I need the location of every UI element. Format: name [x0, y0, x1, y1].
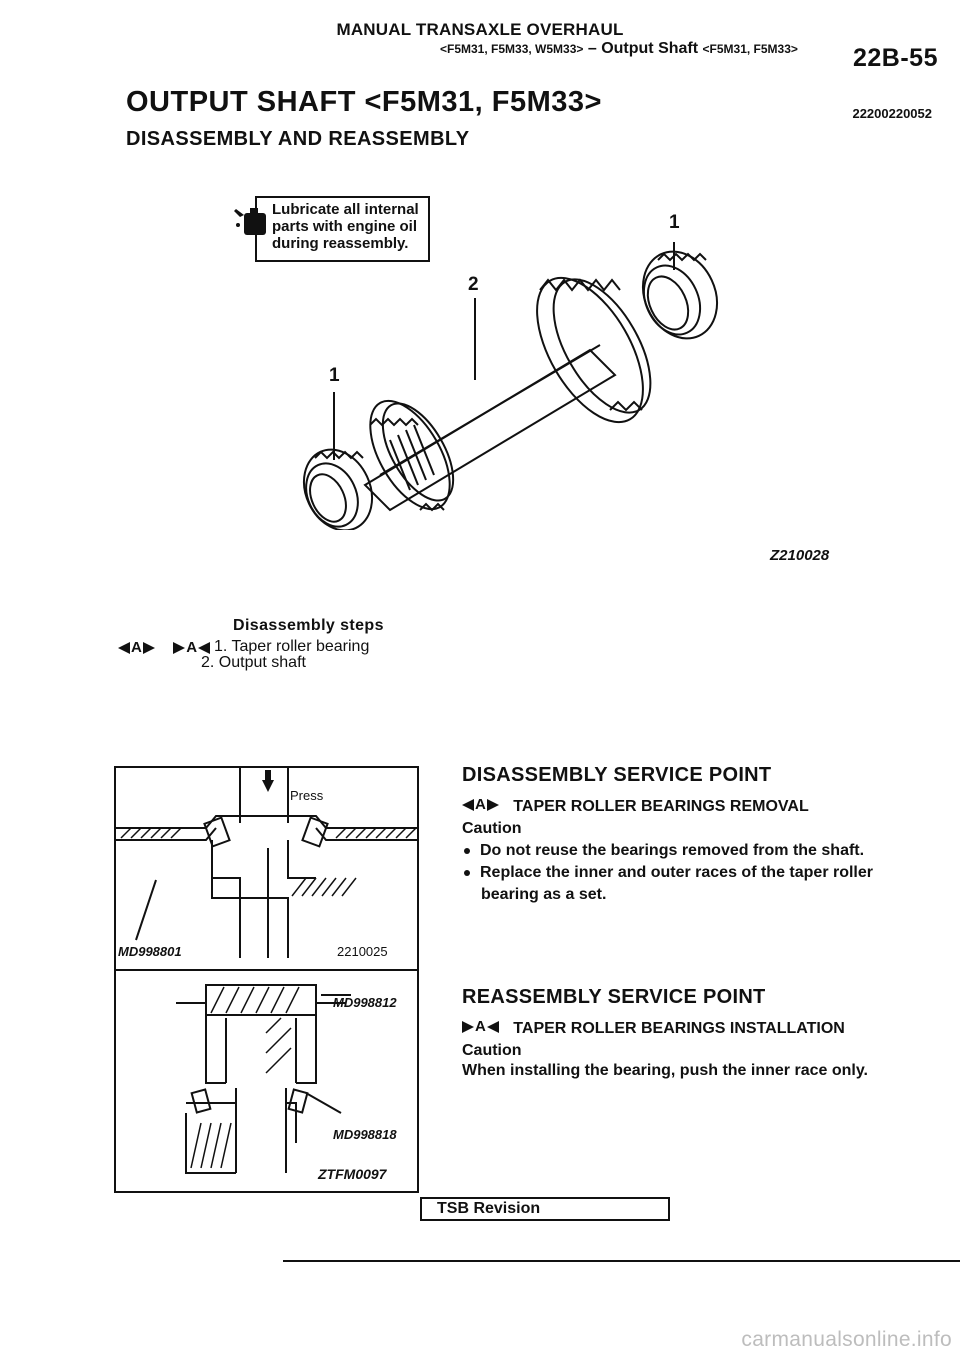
install-figure-panel: [114, 971, 419, 1193]
caution-bullet-1: Do not reuse the bearings removed from t…: [464, 840, 864, 862]
callout-2: 2: [468, 274, 479, 295]
models-suffix: <F5M31, F5M33>: [702, 42, 798, 56]
caution-label-1: Caution: [462, 820, 522, 837]
step-1: 1. Taper roller bearing: [214, 638, 370, 655]
tool-md998818: MD998818: [333, 1127, 397, 1142]
page-number: 22B-55: [853, 44, 938, 72]
step-2: 2. Output shaft: [201, 654, 306, 671]
left-arrow-icon: [462, 799, 474, 811]
press-label: Press: [290, 788, 324, 803]
tool-md998812: MD998812: [333, 995, 397, 1010]
disassembly-service-heading: DISASSEMBLY SERVICE POINT: [462, 764, 772, 786]
press-arrow-icon: [262, 780, 274, 792]
bullet-dot: [464, 847, 470, 854]
lube-line-3: during reassembly.: [272, 235, 409, 252]
left-arrow-icon: [486, 1021, 499, 1033]
bottom-rule: [283, 1260, 960, 1262]
lube-line-2: parts with engine oil: [272, 218, 418, 235]
removal-subheading: A TAPER ROLLER BEARINGS REMOVAL: [462, 794, 809, 818]
dash: –: [587, 40, 597, 57]
bullet-dot: [464, 869, 470, 876]
lube-line-1: Lubricate all internal: [272, 201, 419, 218]
watermark: carmanualsonline.info: [741, 1328, 952, 1351]
page-subtitle: DISASSEMBLY AND REASSEMBLY: [126, 128, 470, 150]
right-arrow-icon: [142, 641, 155, 654]
reassembly-symbol: A: [173, 639, 211, 656]
left-arrow-icon: [118, 641, 130, 654]
reassembly-service-heading: REASSEMBLY SERVICE POINT: [462, 986, 766, 1008]
tsb-revision-label: TSB Revision: [437, 1200, 541, 1217]
installation-caution-text: When installing the bearing, push the in…: [462, 1062, 868, 1079]
models-prefix: <F5M31, F5M33, W5M33>: [440, 42, 584, 56]
callout-1-top: 1: [669, 212, 680, 233]
press-figure-panel: [114, 766, 419, 971]
left-arrow-icon: [198, 641, 211, 654]
tsb-revision-box: [420, 1197, 670, 1221]
subsection-title: Output Shaft: [601, 40, 699, 57]
section-code: 22200220052: [852, 106, 932, 121]
lube-note-text: Lubricate all internal parts with engine…: [272, 201, 419, 252]
right-arrow-icon: [173, 641, 186, 654]
step-symbols: A A: [118, 639, 211, 659]
installation-subheading: A TAPER ROLLER BEARINGS INSTALLATION: [462, 1016, 845, 1040]
oil-can-icon: [234, 208, 266, 235]
tool-md998801: MD998801: [118, 944, 182, 959]
disassembly-symbol: A: [462, 794, 499, 816]
callout-1-bottom: 1: [329, 365, 340, 386]
press-diagram: [116, 768, 417, 958]
right-arrow-icon: [462, 1021, 474, 1033]
press-figure-code: 2210025: [337, 944, 388, 959]
disassembly-symbol: A: [118, 639, 155, 656]
output-shaft-exploded-diagram: [302, 242, 718, 530]
caution-label-2: Caution: [462, 1042, 522, 1059]
reassembly-symbol: A: [462, 1016, 499, 1038]
section-title: MANUAL TRANSAXLE OVERHAUL: [336, 20, 624, 39]
install-diagram: [176, 984, 351, 1174]
install-figure-code: ZTFM0097: [318, 1166, 387, 1182]
disassembly-steps-title: Disassembly steps: [233, 617, 384, 634]
caution-bullet-2-cont: bearing as a set.: [481, 886, 607, 903]
page-title: OUTPUT SHAFT <F5M31, F5M33>: [126, 86, 602, 118]
right-arrow-icon: [486, 799, 499, 811]
caution-bullet-2: Replace the inner and outer races of the…: [464, 862, 873, 884]
main-figure-code: Z210028: [770, 547, 830, 564]
subsection-line: <F5M31, F5M33, W5M33> – Output Shaft <F5…: [440, 40, 798, 58]
